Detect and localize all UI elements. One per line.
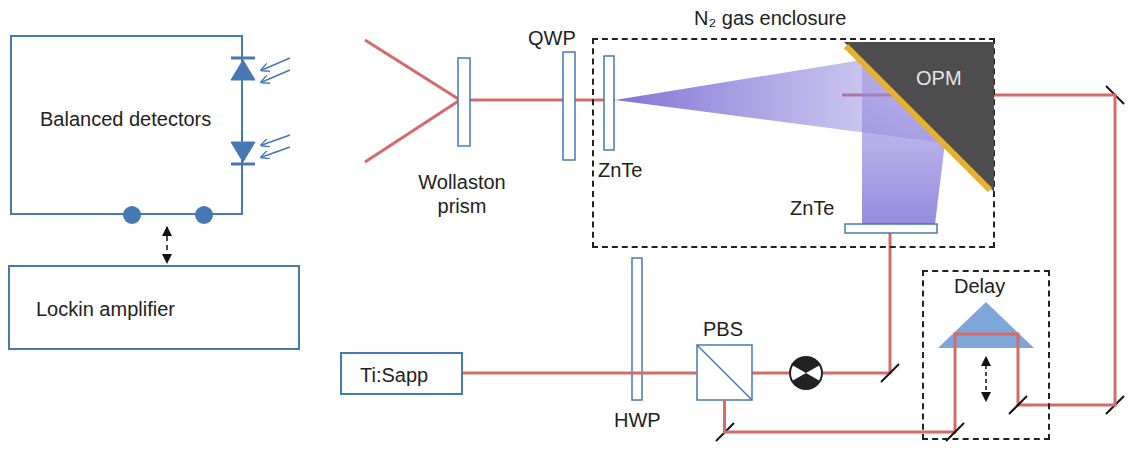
off-axis-parabolic-mirror: OPM: [844, 42, 994, 192]
optical-chopper: [790, 357, 822, 389]
node-label: Delay: [954, 274, 1005, 298]
signal-link: [166, 227, 168, 263]
component-label: ZnTe: [598, 158, 658, 182]
quarter-wave-plate: [563, 52, 575, 160]
node-label: Lockin amplifier: [36, 297, 175, 321]
half-wave-plate: [632, 258, 642, 400]
laser-beam: [725, 400, 923, 432]
detector-box: Balanced detectors: [10, 35, 243, 215]
lockin-box: Lockin amplifier: [8, 265, 300, 350]
laser-beam: [922, 334, 1050, 432]
node-label: Ti:Sapp: [360, 363, 428, 387]
znte-crystal: [604, 56, 614, 150]
znte-crystal: [845, 224, 937, 233]
beam-splitter-cube: [697, 345, 752, 400]
node-label: OPM: [916, 66, 962, 90]
light-arrows: [262, 58, 290, 157]
photodiode: [231, 58, 255, 164]
mirror: [716, 86, 1124, 441]
node-label: N₂ gas enclosure: [694, 6, 846, 30]
component-label: QWP: [528, 26, 588, 50]
mirror-shape: [844, 42, 994, 192]
component-label: ZnTe: [790, 196, 850, 220]
component-label: Wollaston prism: [412, 170, 512, 218]
delay-stage: Delay: [922, 270, 1050, 440]
wollaston-prism: [458, 58, 470, 146]
translation-arrow: [985, 358, 987, 400]
beam-splitter: PBS: [697, 345, 752, 400]
retroreflector: [938, 302, 1034, 348]
laser-beam: [994, 95, 1115, 405]
laser-beam: [463, 372, 697, 375]
output-terminal: [123, 206, 213, 224]
laser-beam: [365, 40, 995, 373]
node-label: Balanced detectors: [40, 107, 211, 131]
component-label: HWP: [614, 408, 674, 432]
laser-box: Ti:Sapp: [340, 352, 463, 395]
node-label: PBS: [703, 317, 743, 341]
